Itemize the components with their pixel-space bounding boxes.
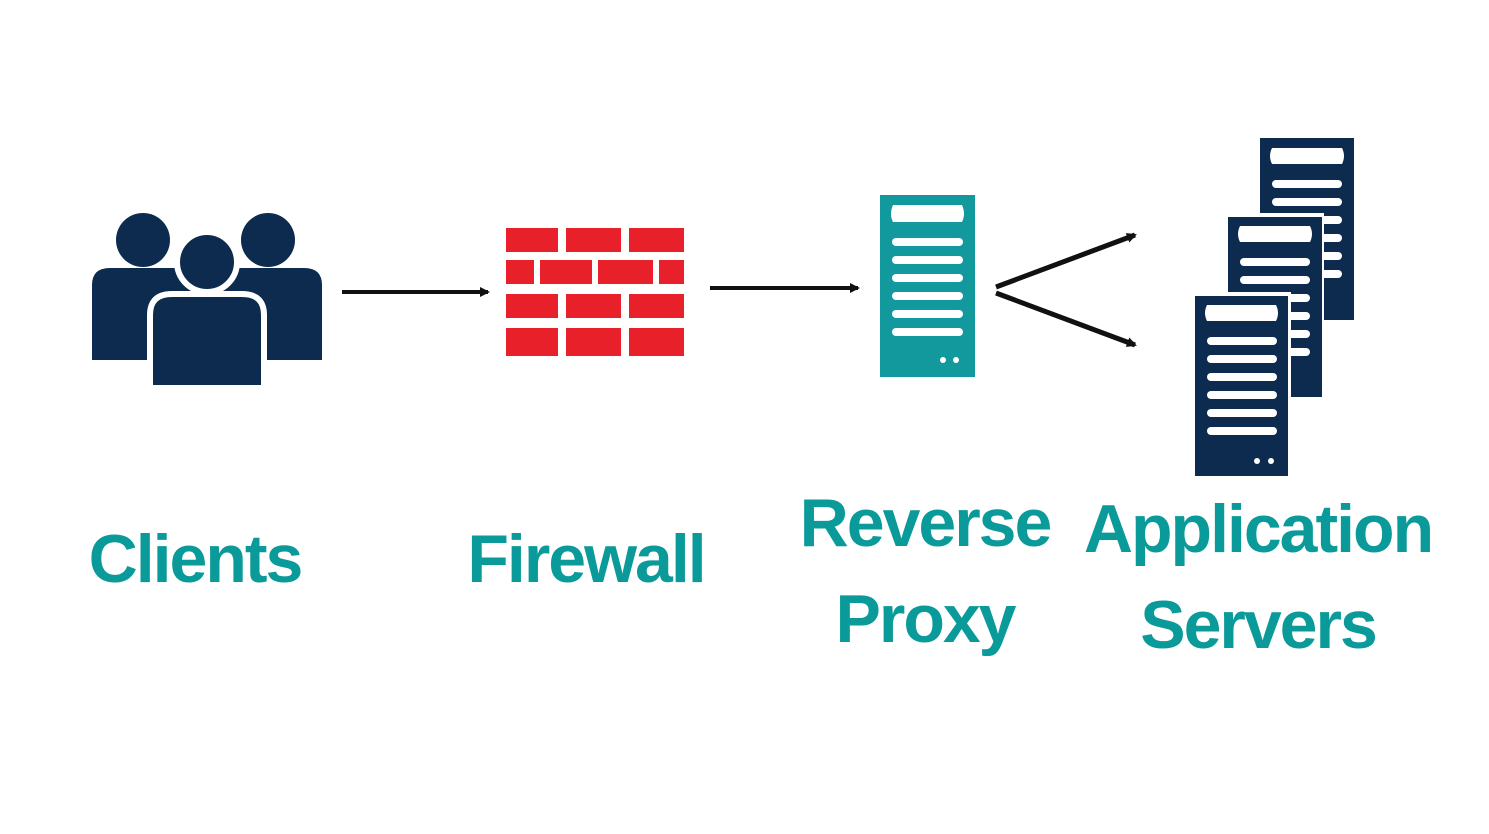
- clients-label: Clients: [89, 521, 302, 597]
- users-icon: [92, 213, 322, 391]
- server-stack-icon: [1191, 138, 1354, 479]
- arrow-proxy-to-server-upper: [995, 232, 1137, 290]
- reverse-proxy-label-line1: Reverse: [800, 485, 1051, 561]
- arrow-proxy-to-server-lower: [995, 290, 1137, 348]
- app-servers-label-line1: Application: [1084, 491, 1432, 567]
- firewall-label: Firewall: [467, 521, 704, 597]
- reverse-proxy-label-line2: Proxy: [836, 581, 1017, 657]
- app-servers-label-line2: Servers: [1140, 587, 1376, 663]
- server-front: [1191, 292, 1291, 479]
- brick-wall-icon: [506, 228, 684, 356]
- server-icon: [880, 195, 975, 377]
